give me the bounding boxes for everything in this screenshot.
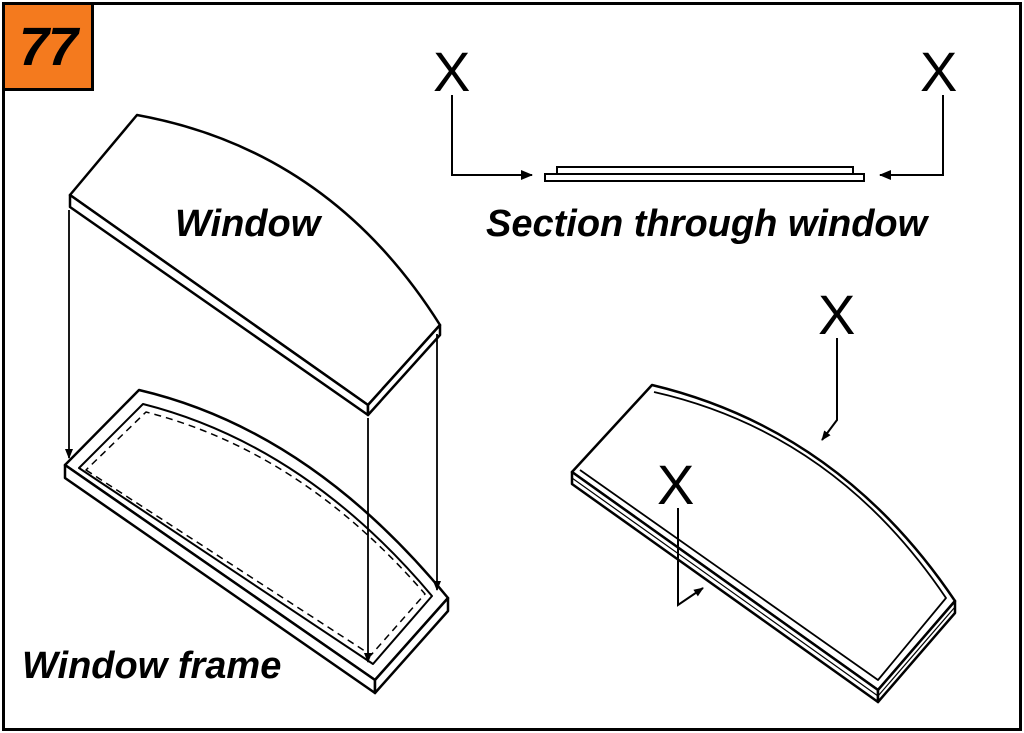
window-frame	[63, 388, 450, 695]
section-label: Section through window	[486, 203, 928, 245]
window-label: Window	[175, 203, 321, 245]
section-mark-left: X	[433, 40, 471, 103]
section-mark-edge: X	[818, 283, 856, 346]
assembled-arrows	[677, 338, 838, 607]
section-profile	[544, 166, 865, 182]
window-frame-label: Window frame	[22, 645, 282, 687]
assembled-window	[570, 383, 957, 704]
step-number: 77	[18, 16, 78, 77]
section-arrows	[451, 95, 944, 180]
section-mark-right: X	[920, 40, 958, 103]
window-pane	[68, 113, 442, 417]
alignment-arrows	[65, 210, 441, 663]
section-mark-front: X	[657, 453, 695, 516]
step-number-badge: 77	[5, 5, 94, 91]
